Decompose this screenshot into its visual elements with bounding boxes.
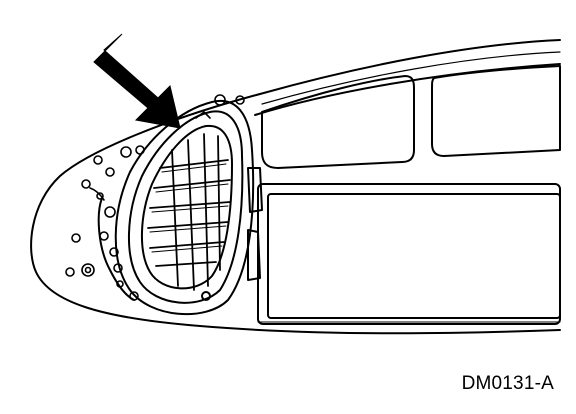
mounting-holes (65, 145, 145, 301)
vent-louver-grid (147, 133, 231, 291)
upper-opening-right (431, 65, 561, 157)
vent-left-bracket (97, 197, 135, 301)
panel-shell-outline (30, 39, 561, 335)
vent-side-bracket-lower (247, 229, 261, 281)
pointer-arrow-icon (93, 33, 181, 129)
display-frame-inner (267, 193, 561, 319)
vent-clip (201, 291, 211, 301)
vent-bezel-mid (127, 110, 244, 304)
left-tab (89, 187, 105, 201)
top-clips (195, 94, 245, 119)
panel-shell-inner-lip (261, 51, 561, 105)
display-frame-outer (257, 183, 561, 325)
vent-louver-shading (149, 163, 229, 253)
vent-side-bracket (247, 167, 263, 213)
vent-bezel-inner (141, 124, 233, 290)
vent-bezel-outer (114, 99, 255, 316)
figure-id-label: DM0131-A (461, 373, 554, 394)
upper-opening-left (261, 75, 415, 169)
upper-recess-outline (254, 63, 561, 116)
